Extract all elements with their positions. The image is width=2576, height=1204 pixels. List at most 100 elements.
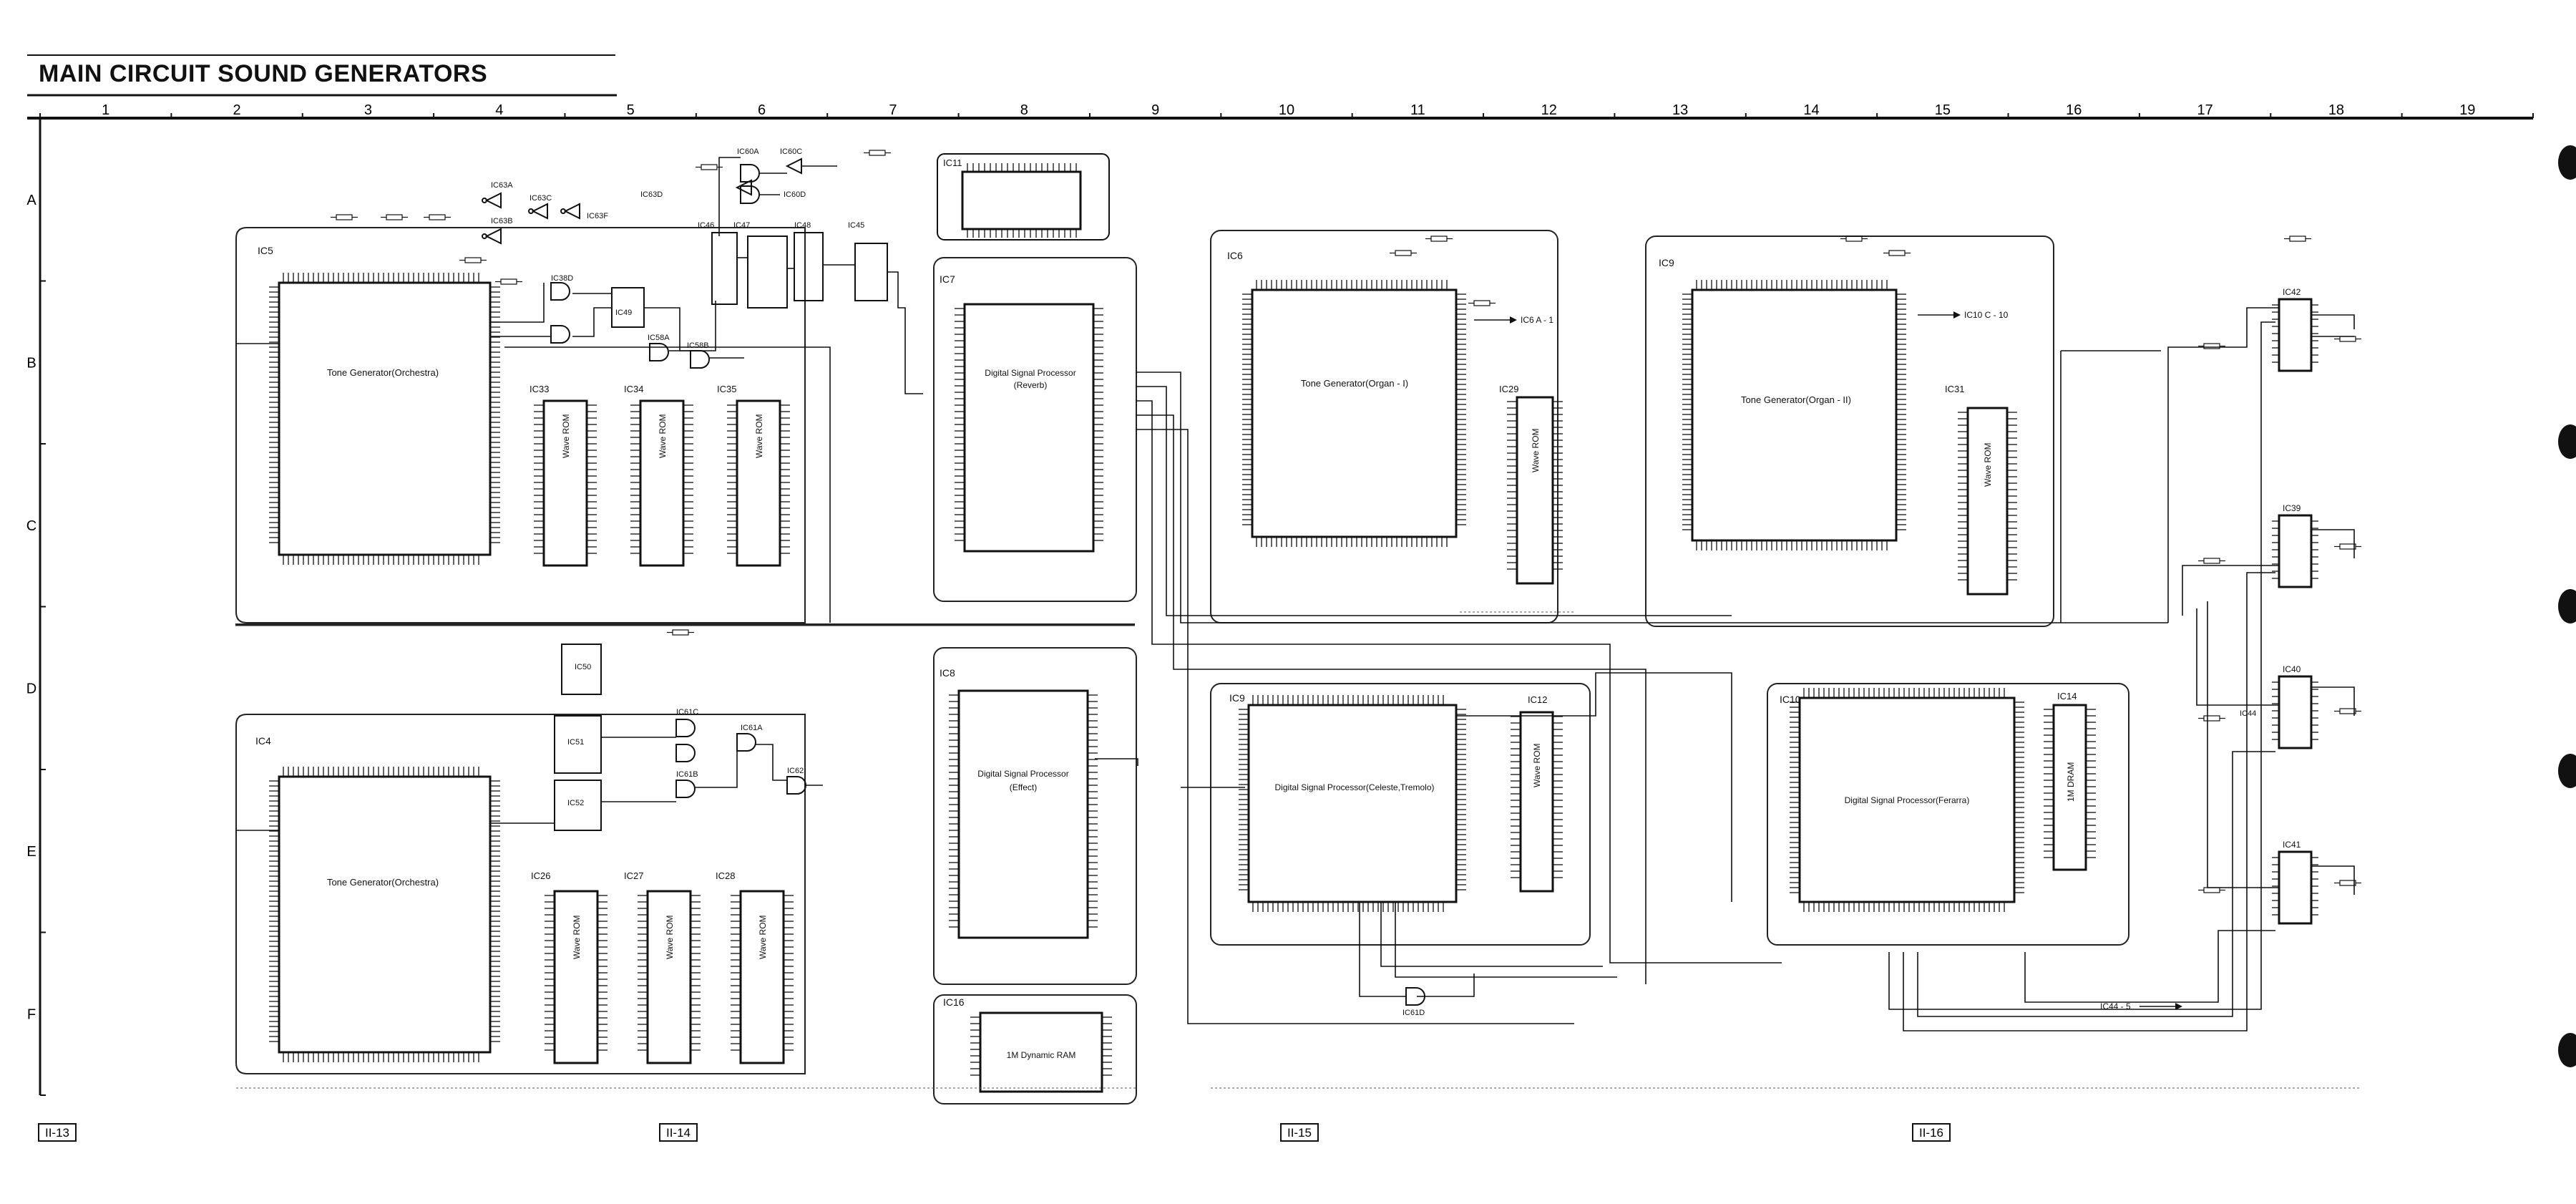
chip-ic5: IC5 Tone Generator(Orchestra) (258, 245, 492, 556)
column-label: 3 (364, 102, 372, 118)
arrow-notes: IC6 A - 1 IC10 C - 10 IC44 - 5 (1474, 310, 2182, 1011)
svg-text:Digital Signal Processor: Digital Signal Processor (977, 769, 1068, 779)
svg-text:IC62: IC62 (787, 767, 804, 775)
row-label: C (26, 518, 36, 534)
svg-text:IC63F: IC63F (587, 212, 608, 220)
svg-text:IC41: IC41 (2283, 840, 2301, 850)
chip-ic14: IC14 1M DRAM (2052, 691, 2087, 871)
page-ref-ii-16: II-16 (1912, 1123, 1951, 1142)
svg-text:IC39: IC39 (2283, 503, 2301, 513)
svg-text:IC42: IC42 (2283, 287, 2301, 297)
svg-text:IC14: IC14 (2057, 691, 2077, 701)
svg-text:II-13: II-13 (45, 1126, 69, 1140)
svg-text:IC44 - 5: IC44 - 5 (2100, 1001, 2131, 1011)
svg-text:IC60A: IC60A (737, 147, 759, 156)
row-label: D (26, 681, 36, 696)
svg-text:IC16: IC16 (943, 996, 965, 1008)
chip-ic16: IC16 1M Dynamic RAM (943, 996, 1103, 1093)
row-label: F (27, 1006, 36, 1022)
svg-text:Wave ROM: Wave ROM (561, 414, 571, 458)
svg-text:IC9: IC9 (1229, 692, 1245, 704)
svg-text:IC26: IC26 (531, 870, 550, 881)
svg-text:IC63B: IC63B (491, 217, 513, 225)
svg-text:IC52: IC52 (567, 799, 584, 807)
svg-text:IC28: IC28 (716, 870, 735, 881)
chip-ic27: IC27 Wave ROM (624, 870, 692, 1064)
column-label: 13 (1672, 102, 1688, 118)
svg-text:IC48: IC48 (794, 221, 811, 230)
column-label: 12 (1541, 102, 1557, 118)
svg-text:IC5: IC5 (258, 245, 273, 256)
chip-ic6: IC6 Tone Generator(Organ - I) (1227, 250, 1458, 538)
svg-text:Tone Generator(Organ - II): Tone Generator(Organ - II) (1741, 394, 1851, 405)
svg-text:IC58B: IC58B (687, 341, 709, 350)
svg-text:Wave ROM: Wave ROM (1532, 743, 1542, 787)
column-label: 7 (889, 102, 897, 118)
row-ticks (40, 117, 46, 1096)
chip-ic12: IC12 Wave ROM (1519, 694, 1554, 893)
svg-text:IC40: IC40 (2283, 664, 2301, 674)
page-ref-ii-13: II-13 (38, 1123, 77, 1142)
svg-text:IC38D: IC38D (551, 274, 573, 283)
svg-text:Tone Generator(Orchestra): Tone Generator(Orchestra) (327, 367, 439, 378)
svg-text:II-16: II-16 (1919, 1126, 1943, 1140)
svg-text:IC47: IC47 (733, 221, 750, 230)
svg-text:IC61D: IC61D (1402, 1009, 1425, 1017)
page-ref-ii-15: II-15 (1280, 1123, 1319, 1142)
binder-holes (2558, 145, 2576, 1067)
svg-text:IC31: IC31 (1945, 384, 1964, 394)
svg-text:IC6 A - 1: IC6 A - 1 (1521, 315, 1553, 325)
column-label: 18 (2328, 102, 2344, 118)
chips: IC5 Tone Generator(Orchestra) IC4 Tone G… (255, 153, 2313, 1093)
column-label: 9 (1151, 102, 1159, 118)
column-label: 1 (102, 102, 109, 118)
svg-text:II-14: II-14 (666, 1126, 691, 1140)
chip-ic42: IC42 (2278, 287, 2313, 372)
svg-text:Wave ROM: Wave ROM (1531, 428, 1541, 472)
row-label: E (26, 844, 36, 860)
svg-text:Wave ROM: Wave ROM (758, 915, 768, 959)
svg-text:Tone Generator(Organ - I): Tone Generator(Organ - I) (1301, 378, 1408, 389)
chip-ic9: IC9 Tone Generator(Organ - II) (1659, 257, 1898, 542)
svg-text:Wave ROM: Wave ROM (572, 915, 582, 959)
svg-text:IC61A: IC61A (741, 724, 763, 732)
svg-text:IC34: IC34 (624, 384, 643, 394)
page-title: MAIN CIRCUIT SOUND GENERATORS (39, 60, 488, 87)
chip-ic41: IC41 (2278, 840, 2313, 925)
svg-text:IC63C: IC63C (530, 194, 552, 203)
column-label: 17 (2197, 102, 2212, 118)
logic-gates (482, 157, 1425, 1006)
svg-text:1M Dynamic RAM: 1M Dynamic RAM (1007, 1050, 1076, 1060)
svg-text:IC4: IC4 (255, 735, 271, 747)
svg-text:IC63A: IC63A (491, 181, 513, 190)
svg-text:(Effect): (Effect) (1010, 782, 1037, 792)
column-label: 4 (495, 102, 503, 118)
chip-ic11: IC11 (937, 153, 1110, 241)
svg-text:IC10 C - 10: IC10 C - 10 (1964, 310, 2009, 320)
svg-text:IC10: IC10 (1780, 694, 1801, 705)
svg-text:Digital Signal Processor: Digital Signal Processor (985, 368, 1075, 378)
column-label: 11 (1410, 102, 1425, 118)
svg-text:IC60C: IC60C (780, 147, 802, 156)
svg-text:(Reverb): (Reverb) (1014, 380, 1048, 390)
svg-text:Wave ROM: Wave ROM (658, 414, 668, 458)
column-label: 10 (1279, 102, 1294, 118)
chip-ic7: IC7 Digital Signal Processor (Reverb) (940, 273, 1095, 553)
chip-ic4: IC4 Tone Generator(Orchestra) (255, 735, 492, 1054)
dashed-bus (236, 611, 2361, 1089)
svg-text:IC58A: IC58A (648, 334, 670, 342)
svg-text:IC7: IC7 (940, 273, 955, 285)
svg-text:IC8: IC8 (940, 667, 955, 679)
svg-text:IC50: IC50 (575, 663, 591, 671)
svg-text:Wave ROM: Wave ROM (754, 414, 764, 458)
chip-ic9-dsp: IC9 Digital Signal Processor(Celeste,Tre… (1229, 692, 1458, 903)
chip-ic8: IC8 Digital Signal Processor (Effect) (940, 667, 1089, 939)
column-label: 6 (758, 102, 766, 118)
chip-ic31: IC31 Wave ROM (1945, 384, 2009, 596)
svg-text:II-15: II-15 (1287, 1126, 1312, 1140)
svg-text:Wave ROM: Wave ROM (665, 915, 675, 959)
wires (236, 157, 2355, 1031)
